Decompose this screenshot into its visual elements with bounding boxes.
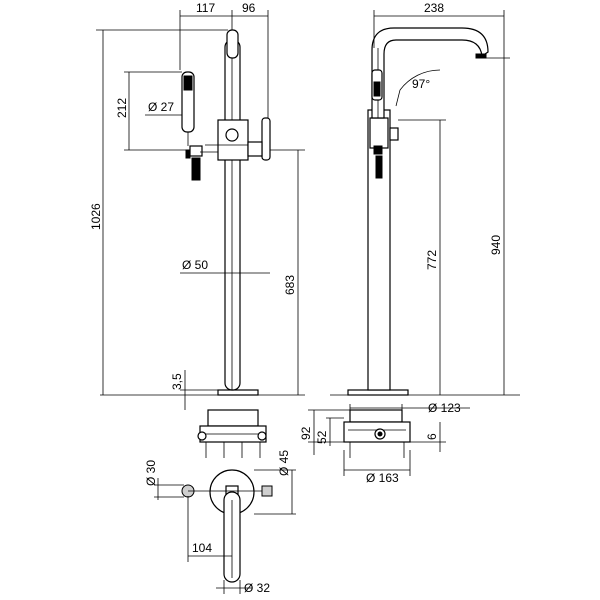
dim-dia-50: Ø 50	[182, 258, 208, 272]
dim-dia-123: Ø 123	[428, 401, 461, 415]
dim-6: 6	[425, 433, 439, 440]
front-dimensions: 117 96 1026 212 Ø 27 Ø 50 683 3,5	[89, 1, 305, 410]
box-dimensions: Ø 123 92 52 6 Ø 163	[299, 401, 470, 485]
install-box-side	[343, 409, 411, 458]
side-view	[330, 27, 520, 396]
dim-117: 117	[196, 1, 215, 15]
front-lever	[261, 117, 271, 161]
front-column	[224, 39, 241, 391]
dim-940: 940	[489, 235, 503, 255]
dim-dia-45: Ø 45	[277, 450, 291, 476]
dim-52: 52	[315, 430, 329, 444]
dim-238: 238	[424, 1, 444, 15]
plan-view	[181, 469, 273, 583]
front-floor-plate	[217, 389, 259, 396]
dim-dia-32: Ø 32	[244, 581, 270, 595]
dim-dia-163: Ø 163	[366, 471, 399, 485]
dim-772: 772	[425, 250, 439, 270]
side-spout	[371, 27, 489, 119]
dim-212: 212	[115, 98, 129, 118]
dim-97-deg: 97°	[412, 77, 430, 91]
dim-1026: 1026	[89, 203, 103, 230]
front-view	[100, 29, 305, 396]
install-box-front	[197, 409, 267, 458]
side-dimensions: 238 97° 772 940	[373, 1, 510, 395]
dim-683: 683	[283, 275, 297, 295]
dim-96: 96	[242, 1, 256, 15]
plan-dimensions: Ø 30 Ø 45 104 Ø 32	[144, 450, 296, 595]
dim-92: 92	[299, 426, 313, 440]
dim-dia-30: Ø 30	[144, 460, 158, 486]
dim-dia-27: Ø 27	[148, 100, 174, 114]
side-floor-plate	[347, 389, 409, 396]
dim-104: 104	[192, 541, 212, 555]
side-mixer-body	[369, 117, 389, 149]
dim-3-5: 3,5	[170, 373, 184, 390]
